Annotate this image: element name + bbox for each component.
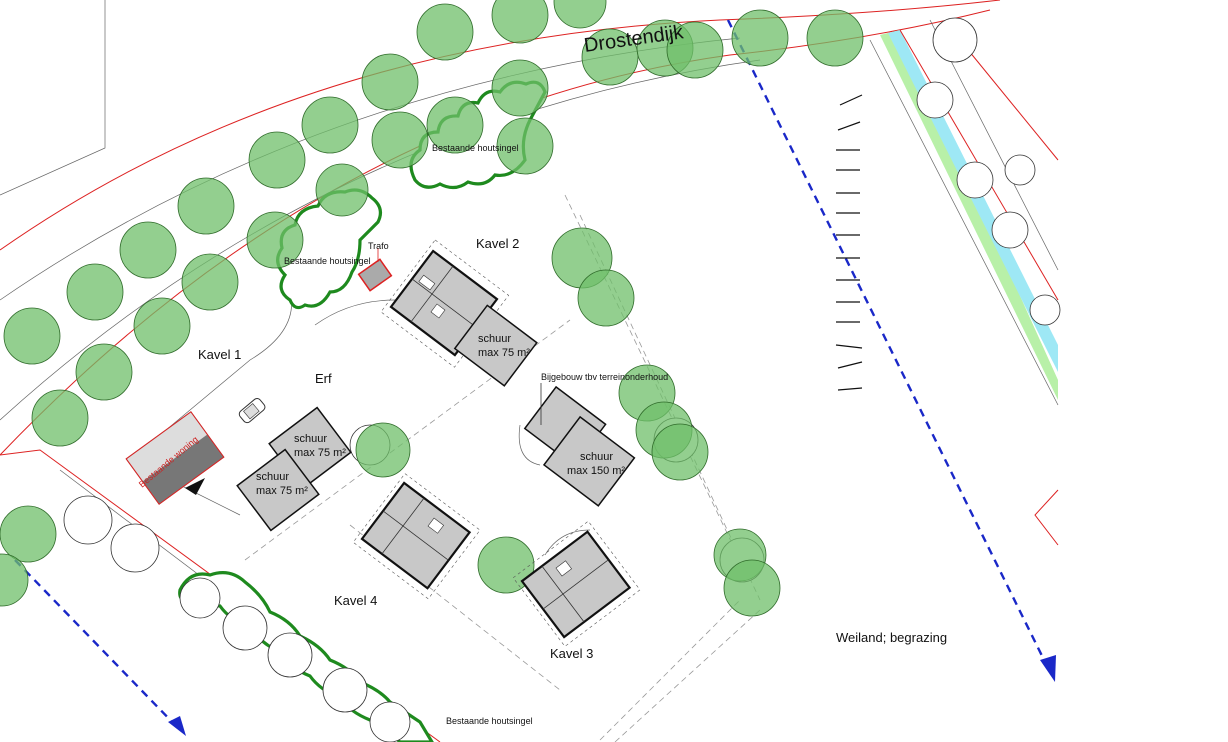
hedge-west-label: Bestaande houtsingel — [284, 256, 371, 266]
trafo — [357, 248, 393, 292]
erf-label: Erf — [315, 371, 332, 386]
shed-kavel-4-south-label: schuur — [256, 471, 289, 483]
kavel-2-label: Kavel 2 — [476, 236, 519, 251]
auxiliary-building-label: Bijgebouw tbv terreinonderhoud — [541, 372, 668, 382]
shed-kavel-4-south — [236, 448, 320, 532]
ditch-east — [869, 19, 1059, 546]
kavel-3-label: Kavel 3 — [550, 646, 593, 661]
car-icon — [238, 398, 266, 424]
arrow-head-southwest — [168, 716, 186, 736]
sightline-arrows — [14, 19, 1056, 736]
kavel-1-label: Kavel 1 — [198, 347, 241, 362]
shed-kavel-4-south-size: max 75 m² — [256, 485, 308, 497]
shed-kavel-2-size: max 75 m² — [478, 347, 530, 359]
dwelling-kavel-3 — [512, 520, 641, 647]
meadow-edge-ticks — [835, 94, 863, 391]
shed-kavel-3-label: schuur — [580, 451, 613, 463]
shed-kavel-3-size: max 150 m² — [567, 465, 625, 477]
arrow-head-east — [1040, 655, 1056, 682]
shed-kavel-3 — [542, 415, 636, 507]
kavel-4-label: Kavel 4 — [334, 593, 377, 608]
shed-kavel-2 — [453, 304, 538, 387]
shed-kavel-4-north-size: max 75 m² — [294, 447, 346, 459]
trafo-label: Trafo — [368, 241, 389, 251]
shed-kavel-2-label: schuur — [478, 333, 511, 345]
north-arrow-icon — [185, 478, 205, 495]
hedge-south-label: Bestaande houtsingel — [446, 716, 533, 726]
dwelling-kavel-4 — [352, 473, 481, 600]
shed-kavel-4-north-label: schuur — [294, 433, 327, 445]
hedge-north-label: Bestaande houtsingel — [432, 143, 519, 153]
green-trees — [0, 0, 864, 617]
meadow-label: Weiland; begrazing — [836, 630, 947, 645]
existing-house — [125, 411, 225, 505]
